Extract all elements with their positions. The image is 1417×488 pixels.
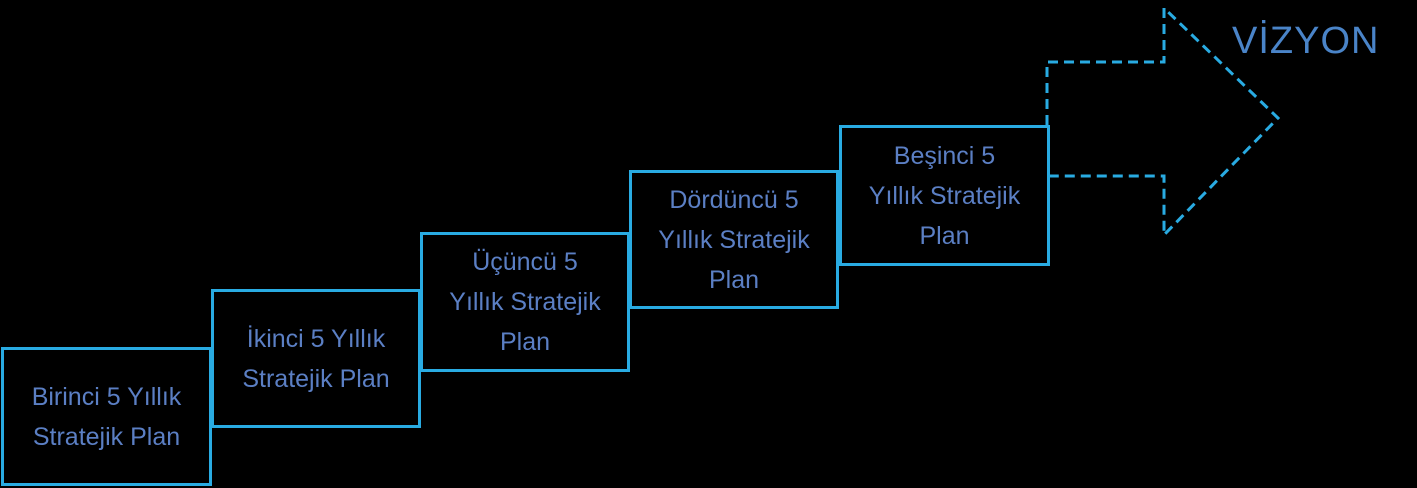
vision-label: VİZYON: [1232, 20, 1380, 62]
step-label-3: Üçüncü 5 Yıllık Stratejik Plan: [449, 248, 601, 356]
step-box-2: İkinci 5 Yıllık Stratejik Plan: [211, 289, 421, 428]
step-box-4: Dördüncü 5 Yıllık Stratejik Plan: [629, 170, 839, 309]
step-label-1: Birinci 5 Yıllık Stratejik Plan: [31, 382, 182, 451]
step-box-3: Üçüncü 5 Yıllık Stratejik Plan: [420, 232, 630, 372]
arrow-outline: [1045, 4, 1281, 239]
step-box-5: Beşinci 5 Yıllık Stratejik Plan: [839, 125, 1050, 266]
step-label-5: Beşinci 5 Yıllık Stratejik Plan: [868, 141, 1021, 250]
step-label-4: Dördüncü 5 Yıllık Stratejik Plan: [658, 185, 810, 294]
step-label-2: İkinci 5 Yıllık Stratejik Plan: [242, 324, 390, 393]
step-box-1: Birinci 5 Yıllık Stratejik Plan: [1, 347, 212, 486]
